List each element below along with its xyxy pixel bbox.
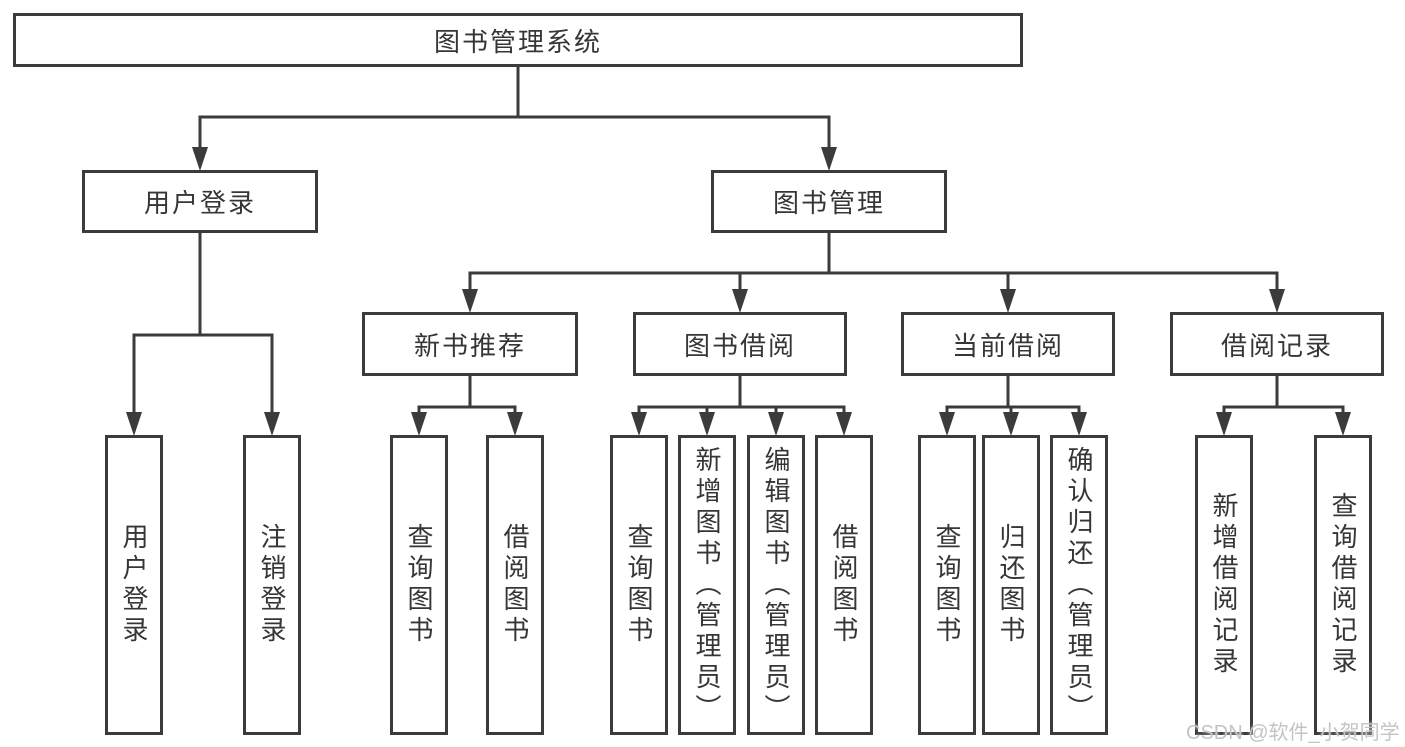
arrowhead — [192, 147, 208, 171]
node-label: 当前借阅 — [951, 330, 1064, 361]
node-label: 查询借阅记录 — [1328, 492, 1358, 678]
leaf-query-borrow-record: 查询借阅记录 — [1314, 435, 1372, 735]
leaf-logout-login: 注销登录 — [243, 435, 301, 735]
node-current-borrowing: 当前借阅 — [901, 312, 1115, 376]
node-user-login: 用户登录 — [82, 170, 318, 233]
arrowhead — [507, 412, 523, 436]
node-label: 用户登录 — [143, 188, 256, 218]
node-book-management: 图书管理 — [711, 170, 947, 233]
node-label: 用户登录 — [119, 523, 149, 647]
arrowhead — [821, 147, 837, 171]
arrowhead — [836, 412, 852, 436]
arrowhead — [126, 412, 142, 436]
node-book-borrowing: 图书借阅 — [633, 312, 847, 376]
arrowhead — [1000, 289, 1016, 313]
leaf-query-books-recommend: 查询图书 — [390, 435, 448, 735]
node-label: 确认归还（管理员） — [1064, 445, 1094, 725]
node-label: 查询图书 — [932, 523, 962, 647]
arrowhead — [264, 412, 280, 436]
node-label: 归还图书 — [996, 523, 1026, 647]
leaf-add-borrow-record: 新增借阅记录 — [1195, 435, 1253, 735]
arrowhead — [1335, 412, 1351, 436]
node-label: 查询图书 — [624, 523, 654, 647]
leaf-user-login: 用户登录 — [105, 435, 163, 735]
node-borrowing-records: 借阅记录 — [1170, 312, 1384, 376]
node-label: 注销登录 — [257, 523, 287, 647]
arrowhead — [768, 412, 784, 436]
node-label: 编辑图书（管理员） — [761, 445, 791, 725]
node-label: 图书管理系统 — [433, 26, 602, 57]
arrowhead — [699, 412, 715, 436]
node-label: 借阅记录 — [1220, 330, 1333, 361]
arrowhead — [631, 412, 647, 436]
arrowhead — [462, 289, 478, 313]
leaf-return-books: 归还图书 — [982, 435, 1040, 735]
root-node-library-system: 图书管理系统 — [13, 13, 1023, 67]
arrowhead — [411, 412, 427, 436]
arrowhead — [732, 289, 748, 313]
node-label: 新书推荐 — [413, 330, 526, 361]
arrowhead — [939, 412, 955, 436]
leaf-borrow-books-recommend: 借阅图书 — [486, 435, 544, 735]
leaf-query-books-borrowing: 查询图书 — [610, 435, 668, 735]
arrowhead — [1269, 289, 1285, 313]
arrowhead — [1003, 412, 1019, 436]
node-label: 新增图书（管理员） — [692, 445, 722, 725]
node-new-book-recommendation: 新书推荐 — [362, 312, 578, 376]
csdn-watermark: CSDN @软件_小贺同学 — [1186, 722, 1400, 744]
node-label: 查询图书 — [404, 523, 434, 647]
arrowhead — [1071, 412, 1087, 436]
arrowhead — [1216, 412, 1232, 436]
leaf-query-books-current: 查询图书 — [918, 435, 976, 735]
leaf-add-books-admin: 新增图书（管理员） — [678, 435, 736, 735]
node-label: 借阅图书 — [829, 523, 859, 647]
leaf-edit-books-admin: 编辑图书（管理员） — [747, 435, 805, 735]
node-label: 图书管理 — [772, 188, 885, 218]
leaf-confirm-return-admin: 确认归还（管理员） — [1050, 435, 1108, 735]
connectors — [126, 65, 1351, 436]
node-label: 新增借阅记录 — [1209, 492, 1239, 678]
node-label: 借阅图书 — [500, 523, 530, 647]
leaf-borrow-books: 借阅图书 — [815, 435, 873, 735]
node-label: 图书借阅 — [683, 330, 796, 361]
